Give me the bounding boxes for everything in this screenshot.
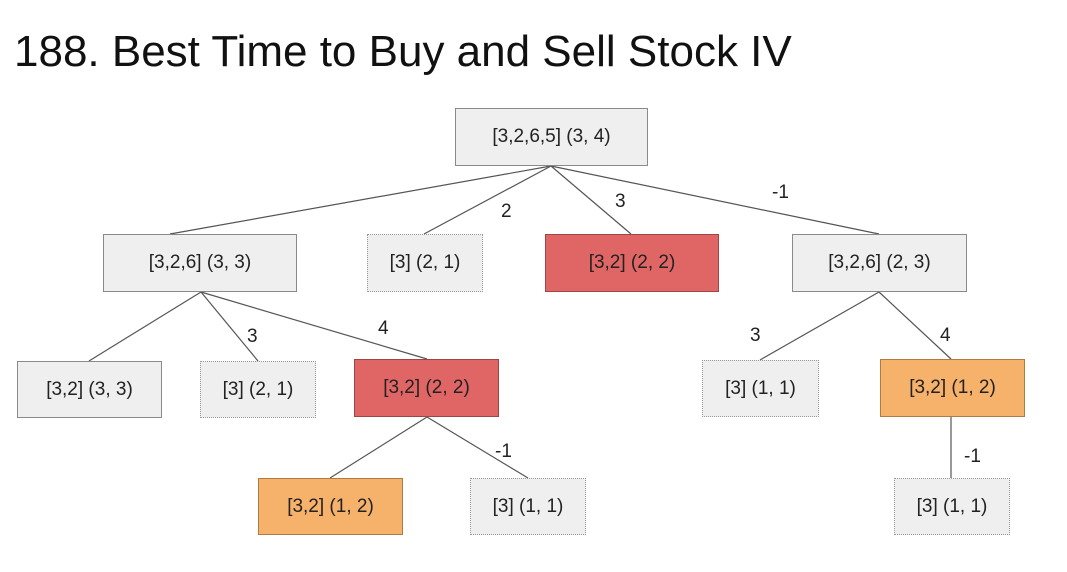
edge-l2c-l3b xyxy=(426,416,529,479)
edge-l1d-l2e xyxy=(878,291,952,360)
tree-node-l1-d: [3,2,6] (2, 3) xyxy=(792,234,967,292)
tree-node-l1-a: [3,2,6] (3, 3) xyxy=(103,234,297,292)
tree-node-l1-c: [3,2] (2, 2) xyxy=(545,234,719,292)
edge-root-l1b xyxy=(423,165,552,235)
edge-label-l1a-l2c: 4 xyxy=(378,318,389,339)
edge-l2c-l3a xyxy=(329,416,428,479)
edge-l1a-l2c xyxy=(200,291,428,360)
edge-root-l1d xyxy=(550,165,880,235)
edge-l1a-l2b xyxy=(200,291,259,362)
edge-label-l2c-l3b: -1 xyxy=(495,441,512,462)
tree-node-l3-c: [3] (1, 1) xyxy=(894,478,1010,535)
edge-label-root-l1c: 3 xyxy=(615,191,626,212)
edge-l1d-l2d xyxy=(759,291,880,361)
edge-label-l1d-l2d: 3 xyxy=(750,325,761,346)
edge-label-l2e-l3c: -1 xyxy=(964,446,981,467)
edge-label-l1d-l2e: 4 xyxy=(940,325,951,346)
tree-node-l2-a: [3,2] (3, 3) xyxy=(17,361,162,418)
edge-label-l1a-l2b: 3 xyxy=(247,326,258,347)
page-title: 188. Best Time to Buy and Sell Stock IV xyxy=(14,27,792,76)
tree-node-l3-a: [3,2] (1, 2) xyxy=(258,478,403,535)
tree-node-root: [3,2,6,5] (3, 4) xyxy=(455,108,648,166)
tree-node-l2-c: [3,2] (2, 2) xyxy=(354,359,499,417)
edge-l1a-l2a xyxy=(88,291,202,362)
edge-label-root-l1d: -1 xyxy=(772,182,789,203)
tree-node-l1-b: [3] (2, 1) xyxy=(367,234,483,292)
tree-node-l2-d: [3] (1, 1) xyxy=(702,360,819,417)
tree-node-l2-e: [3,2] (1, 2) xyxy=(880,359,1025,417)
tree-node-l3-b: [3] (1, 1) xyxy=(470,478,586,535)
tree-node-l2-b: [3] (2, 1) xyxy=(200,361,316,418)
edge-root-l1a xyxy=(169,165,552,235)
edge-label-root-l1b: 2 xyxy=(501,201,512,222)
edge-root-l1c xyxy=(550,165,632,235)
